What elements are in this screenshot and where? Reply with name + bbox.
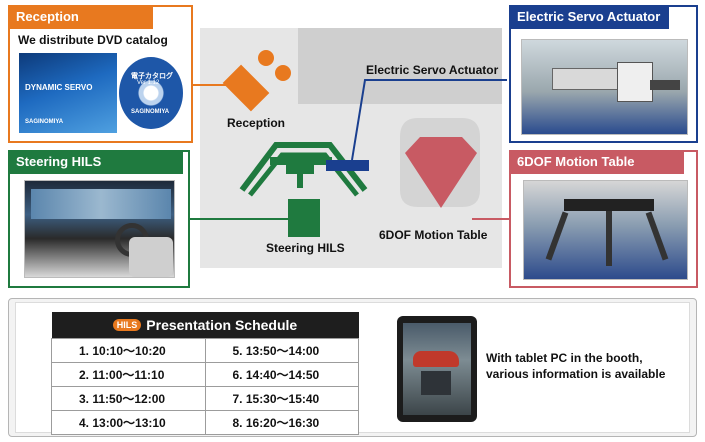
tablet-info-line-1: With tablet PC in the booth, <box>486 351 643 365</box>
hils-badge: HILS <box>112 318 142 331</box>
dvd-disc: 電子カタログ Ver 1.12 SAGINOMIYA <box>119 57 183 129</box>
schedule-slot: 6. 14:40～14:50 <box>204 361 359 387</box>
dvd-disc-version: Ver 1.12 <box>137 80 160 86</box>
floor-label-steering: Steering HILS <box>266 241 345 255</box>
dvd-case: DYNAMIC SERVO SAGINOMIYA <box>19 53 117 133</box>
reception-callout-title: Reception <box>8 5 153 29</box>
dvd-disc-title: 電子カタログ <box>131 73 173 80</box>
tablet-image <box>397 316 477 422</box>
servo-callout: Electric Servo Actuator <box>509 5 698 143</box>
dvd-disc-maker: SAGINOMIYA <box>131 109 170 115</box>
schedule-slot: 7. 15:30～15:40 <box>204 385 359 411</box>
motion-callout: 6DOF Motion Table <box>509 150 698 288</box>
servo-connector-line <box>351 79 507 161</box>
schedule-slot: 2. 11:00～11:10 <box>51 361 206 387</box>
servo-actuator-marker <box>326 160 369 171</box>
schedule-row: 2. 11:00～11:10 6. 14:40～14:50 <box>51 361 359 387</box>
floor-label-reception: Reception <box>227 116 286 130</box>
steering-hils-icon <box>239 142 368 237</box>
floor-label-motion: 6DOF Motion Table <box>379 228 488 242</box>
schedule-slot: 8. 16:20～16:30 <box>204 409 359 435</box>
tablet-info-line-2: various information is available <box>486 367 666 381</box>
schedule-slot: 4. 13:00～13:10 <box>51 409 206 435</box>
reception-callout-subtitle: We distribute DVD catalog <box>18 33 168 47</box>
schedule-title: Presentation Schedule <box>146 316 298 333</box>
steering-callout-title: Steering HILS <box>8 150 183 174</box>
reception-desk-icon <box>222 50 291 112</box>
servo-callout-title: Electric Servo Actuator <box>509 5 669 29</box>
schedule-row: 3. 11:50～12:00 7. 15:30～15:40 <box>51 385 359 411</box>
tablet-info-text: With tablet PC in the booth, various inf… <box>486 350 665 382</box>
motion-table-photo <box>523 180 688 280</box>
schedule-row: 4. 13:00～13:10 8. 16:20～16:30 <box>51 409 359 435</box>
tablet-screen <box>403 323 471 415</box>
reception-callout: Reception We distribute DVD catalog DYNA… <box>8 5 193 143</box>
dvd-case-maker: SAGINOMIYA <box>25 119 64 125</box>
steering-hils-photo <box>24 180 175 278</box>
floor-label-servo: Electric Servo Actuator <box>366 63 499 77</box>
schedule-slot: 1. 10:10～10:20 <box>51 337 206 363</box>
booth-wall-block <box>298 28 502 104</box>
servo-actuator-photo <box>521 39 688 135</box>
presentation-schedule-table: HILS Presentation Schedule 1. 10:10～10:20… <box>51 312 359 435</box>
motion-table-icon <box>400 118 480 208</box>
schedule-row: 1. 10:10～10:20 5. 13:50～14:00 <box>51 337 359 363</box>
dvd-brand-text: DYNAMIC SERVO <box>25 83 93 92</box>
steering-callout: Steering HILS <box>8 150 190 288</box>
dvd-catalog-image: DYNAMIC SERVO SAGINOMIYA 電子カタログ Ver 1.12… <box>17 53 184 135</box>
motion-callout-title: 6DOF Motion Table <box>509 150 684 174</box>
schedule-slot: 5. 13:50～14:00 <box>204 337 359 363</box>
schedule-header: HILS Presentation Schedule <box>51 312 359 338</box>
schedule-slot: 3. 11:50～12:00 <box>51 385 206 411</box>
